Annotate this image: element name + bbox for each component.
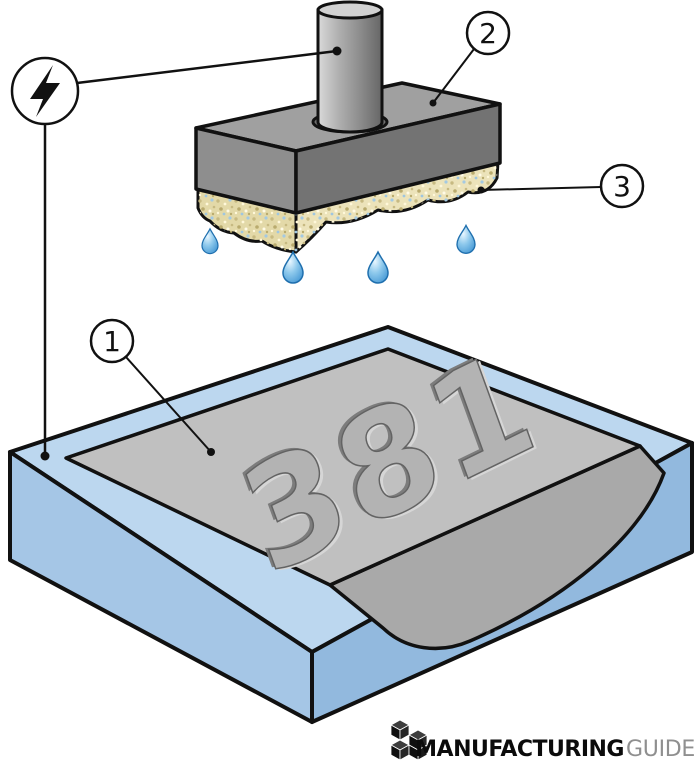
pad-texture-right	[296, 162, 498, 252]
connector-dot-tool	[332, 46, 342, 56]
callout-1-label: 1	[103, 325, 121, 358]
brand-logo: MANUFACTURING GUIDE	[390, 719, 695, 762]
lightning-bolt-icon	[30, 65, 60, 117]
connector-line-to-tool	[76, 49, 338, 85]
tool-shaft	[316, 8, 384, 134]
callout-1-leader	[125, 356, 212, 453]
callouts: 2 3 1	[89, 10, 645, 456]
droplet-2	[282, 250, 304, 284]
shaft-top-cap	[316, 0, 384, 20]
droplet-3	[367, 250, 389, 284]
callout-2-circle	[465, 10, 511, 56]
workpiece: 381 381 381	[8, 315, 694, 724]
cubes-icon	[390, 719, 428, 761]
callout-2-label: 2	[479, 17, 497, 50]
droplet-1	[201, 227, 219, 255]
brand-name-bold: MANUFACTURING	[415, 737, 624, 762]
tool-body-right	[294, 102, 502, 215]
callout-3-leader	[480, 186, 602, 191]
metal-sheet-flap	[328, 444, 666, 651]
connector-dot-workpiece	[40, 451, 50, 461]
electrode-tool	[194, 0, 502, 284]
electricity-circuit	[10, 46, 342, 461]
droplet-4	[456, 223, 476, 254]
electrolyte-drips	[201, 223, 476, 284]
callout-3-circle	[599, 163, 645, 209]
callout-3-label: 3	[613, 170, 631, 203]
brand-name-light: GUIDE	[626, 737, 695, 762]
callout-2-dot	[429, 99, 437, 107]
callout-2-leader	[432, 48, 475, 104]
callout-1-dot	[207, 448, 215, 456]
metal-sheet	[64, 347, 642, 587]
callout-3-dot	[477, 186, 485, 194]
pad-texture-left	[198, 187, 296, 252]
callout-1-circle	[89, 318, 135, 364]
